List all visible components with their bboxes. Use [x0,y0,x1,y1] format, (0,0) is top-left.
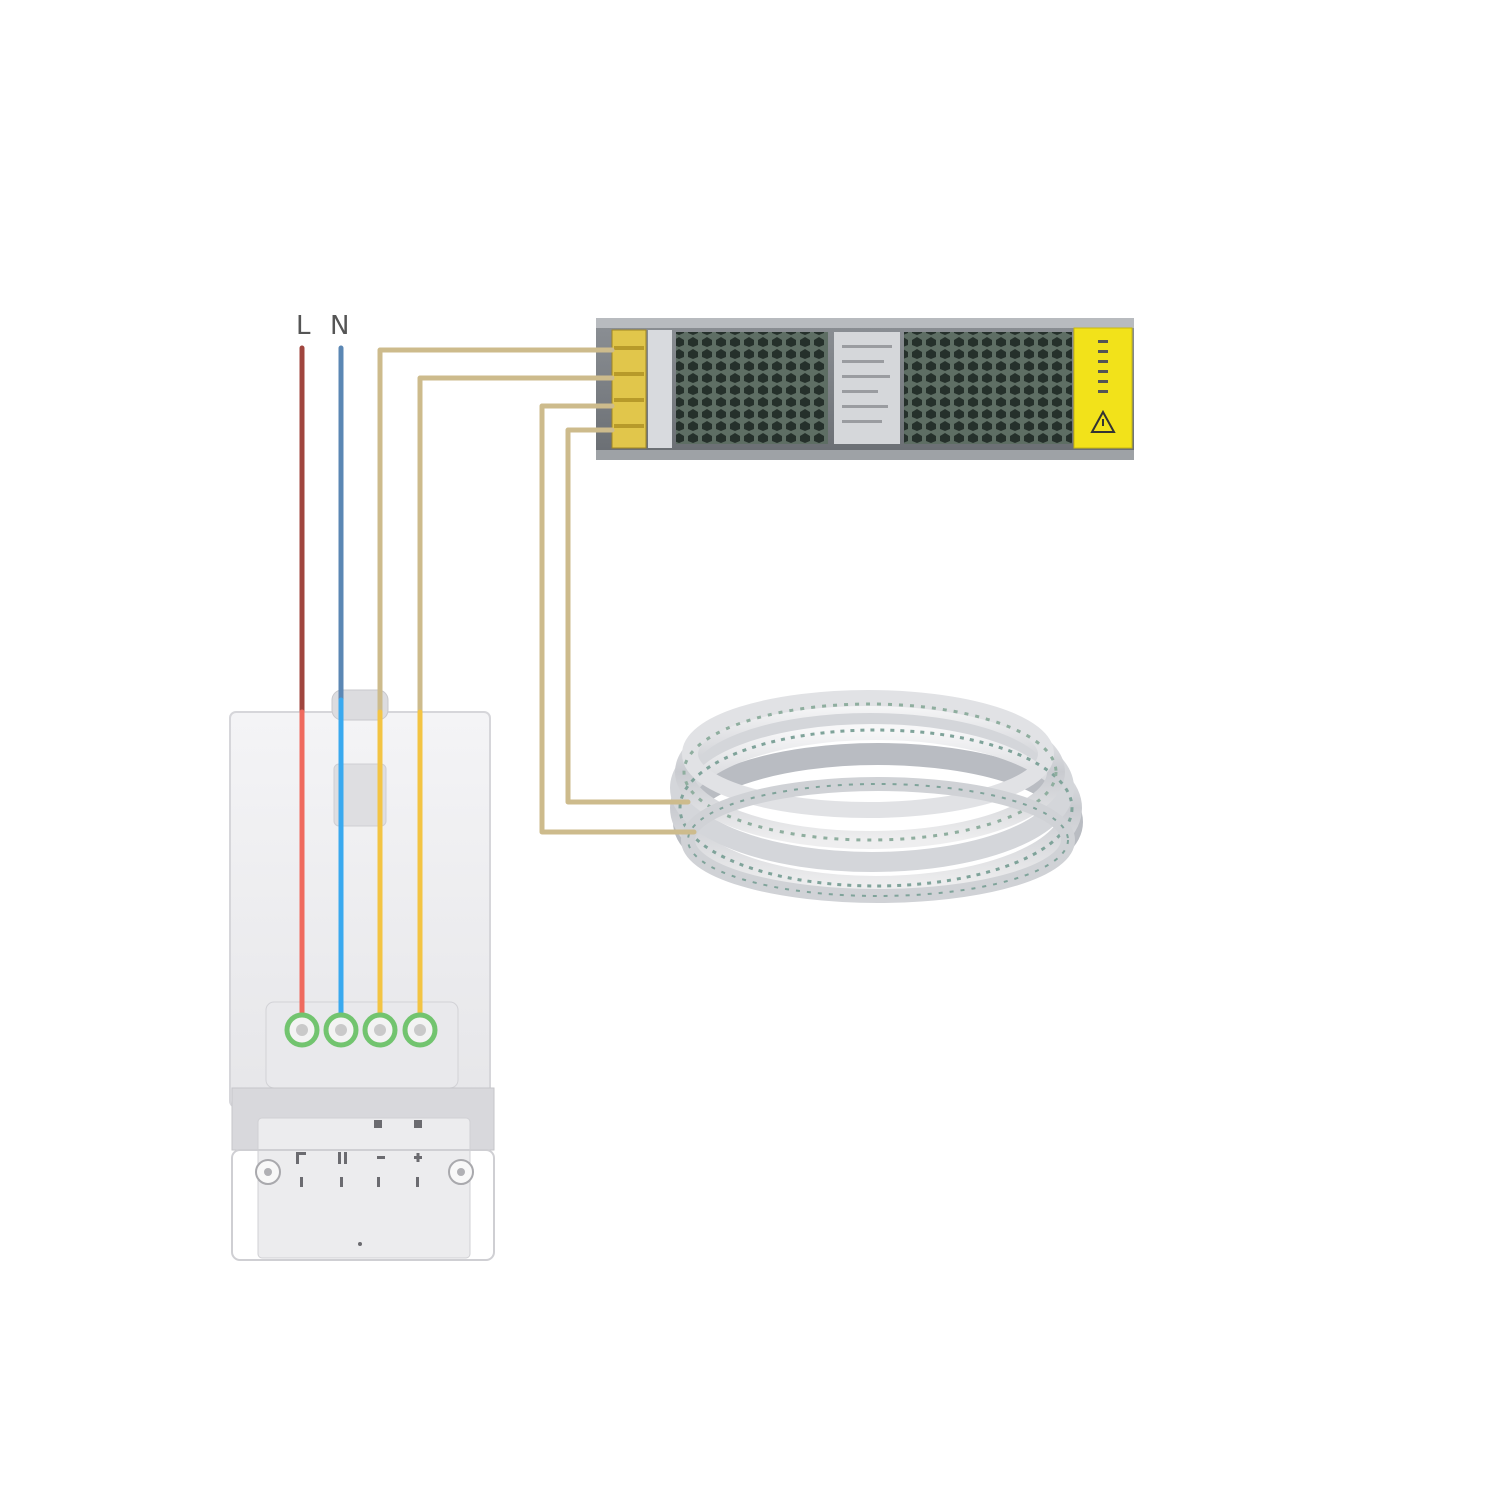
warning-icon [1090,409,1116,433]
terminal-markings [296,1120,422,1246]
power-supply [596,318,1134,460]
dc-wire-1 [539,403,697,835]
neutral-label: N [330,311,349,341]
switch-module [229,689,495,1261]
wires [299,345,697,1035]
terminal-screw-icon [362,1012,398,1048]
dc-wire-2 [565,427,691,805]
screw-icon [448,1159,474,1185]
led-strip-coil [670,690,1083,903]
terminal-screw-icon [284,1012,320,1048]
terminal-screw-icon [402,1012,438,1048]
screw-icon [255,1159,281,1185]
terminal-block [284,1012,438,1048]
terminal-screw-icon [323,1012,359,1048]
line-label: L [296,311,311,341]
